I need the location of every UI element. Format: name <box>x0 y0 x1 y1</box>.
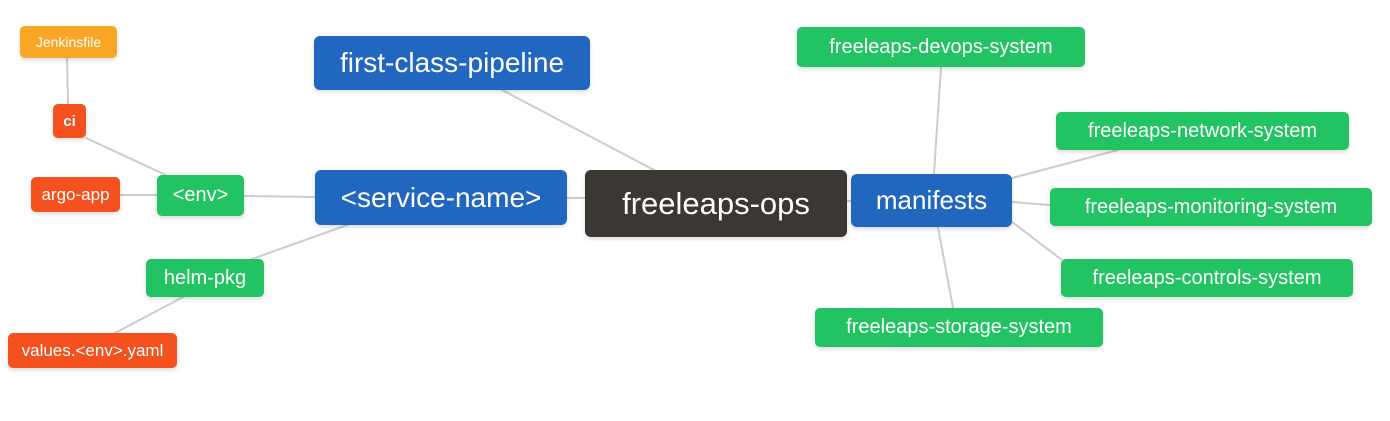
node-helm-pkg[interactable]: helm-pkg <box>146 259 264 297</box>
node-freeleaps-controls-system[interactable]: freeleaps-controls-system <box>1061 259 1353 297</box>
edge-manifests-controls <box>1011 221 1063 261</box>
edge-pipeline-root <box>501 89 657 172</box>
node-freeleaps-monitoring-system[interactable]: freeleaps-monitoring-system <box>1050 188 1372 226</box>
edge-helm-pkg-service-name <box>251 223 351 260</box>
node-freeleaps-network-system[interactable]: freeleaps-network-system <box>1056 112 1349 150</box>
node-first-class-pipeline[interactable]: first-class-pipeline <box>314 36 590 90</box>
node-argo-app[interactable]: argo-app <box>31 177 120 212</box>
node-values-env-yaml[interactable]: values.<env>.yaml <box>8 333 177 368</box>
node-ci[interactable]: ci <box>53 104 86 138</box>
node-manifests[interactable]: manifests <box>851 174 1012 227</box>
edge-manifests-devops <box>933 66 942 175</box>
edge-env-service-name <box>243 195 316 198</box>
edge-manifests-monitoring <box>1011 201 1051 206</box>
edge-manifests-network <box>1011 149 1119 179</box>
node-root-freeleaps-ops[interactable]: freeleaps-ops <box>585 170 847 237</box>
node-jenkinsfile[interactable]: Jenkinsfile <box>20 26 117 58</box>
node-service-name[interactable]: <service-name> <box>315 170 567 225</box>
node-freeleaps-devops-system[interactable]: freeleaps-devops-system <box>797 27 1085 67</box>
node-env[interactable]: <env> <box>157 175 244 216</box>
edge-ci-env <box>85 137 169 177</box>
node-freeleaps-storage-system[interactable]: freeleaps-storage-system <box>815 308 1103 347</box>
edge-jenkinsfile-ci <box>66 57 69 105</box>
edge-manifests-storage <box>937 226 954 309</box>
edge-values-helm-pkg <box>114 295 186 334</box>
